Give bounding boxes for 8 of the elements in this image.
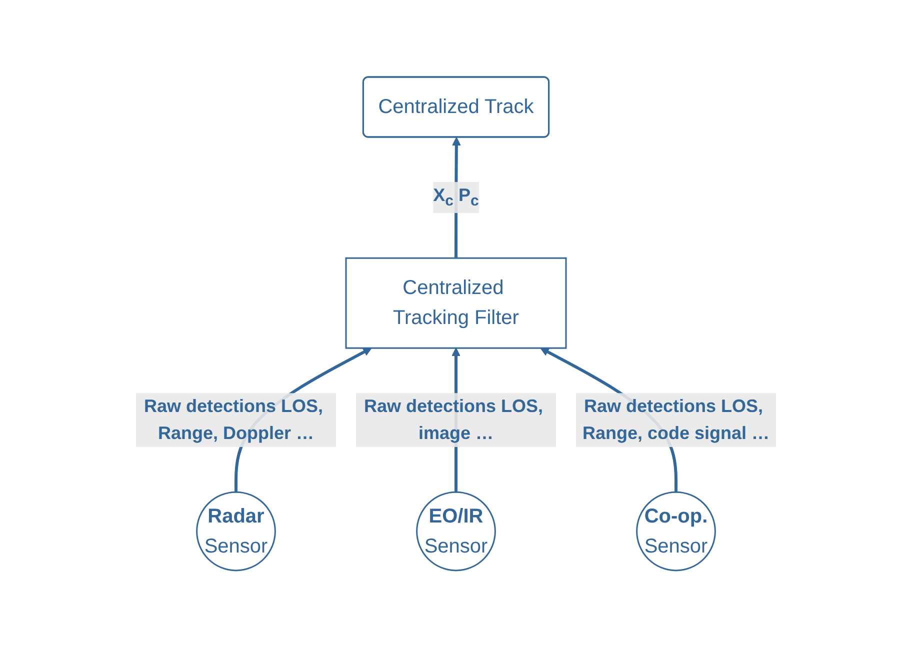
node-circle: Radar Sensor: [196, 492, 276, 572]
edge-label: X$_{c}$ P$_{c}$: [433, 185, 479, 210]
edge-label: Raw detections LOS, image …: [364, 396, 544, 444]
node-box: Centralized Tracking Filter: [345, 258, 567, 350]
node-circle: EO/IR Sensor: [416, 492, 496, 572]
node-circle: Co-op. Sensor: [636, 492, 716, 572]
edge-label: Raw detections LOS, Range, Doppler …: [144, 396, 324, 444]
edge-label: Raw detections LOS, Range, code signal …: [582, 396, 770, 444]
